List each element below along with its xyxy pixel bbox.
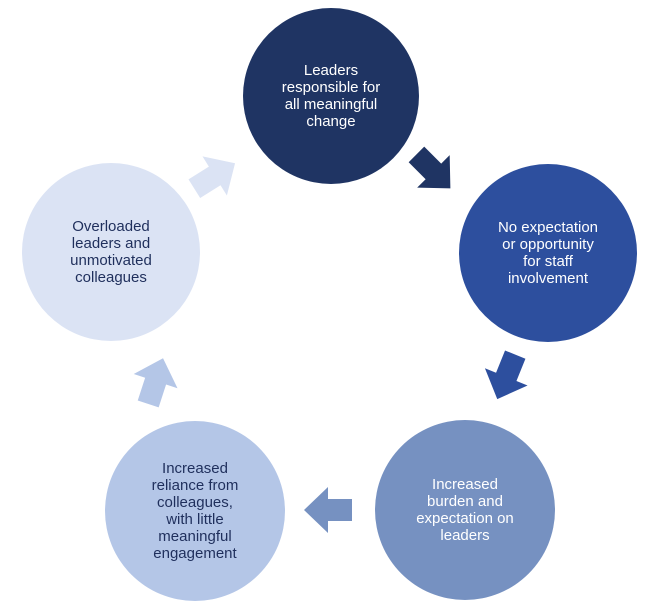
cycle-node-no-expectation: No expectation or opportunity for staff … [459, 164, 637, 342]
node-label: Leaders responsible for all meaningful c… [281, 62, 381, 130]
node-label: Overloaded leaders and unmotivated colle… [70, 218, 152, 286]
arrow-n2-to-n3 [484, 350, 528, 400]
arrow-n1-to-n2 [408, 146, 451, 189]
cycle-node-increased-reliance: Increased reliance from colleagues, with… [105, 421, 285, 601]
cycle-node-overloaded-leaders: Overloaded leaders and unmotivated colle… [22, 163, 200, 341]
arrow-n5-to-n1 [188, 156, 236, 198]
node-label: No expectation or opportunity for staff … [497, 219, 599, 287]
node-label: Increased burden and expectation on lead… [416, 476, 514, 544]
arrow-n3-to-n4 [304, 487, 352, 533]
cycle-node-increased-burden: Increased burden and expectation on lead… [375, 420, 555, 600]
node-label: Increased reliance from colleagues, with… [151, 460, 239, 562]
cycle-node-leaders-responsible: Leaders responsible for all meaningful c… [243, 8, 419, 184]
arrow-n4-to-n5 [133, 358, 178, 408]
